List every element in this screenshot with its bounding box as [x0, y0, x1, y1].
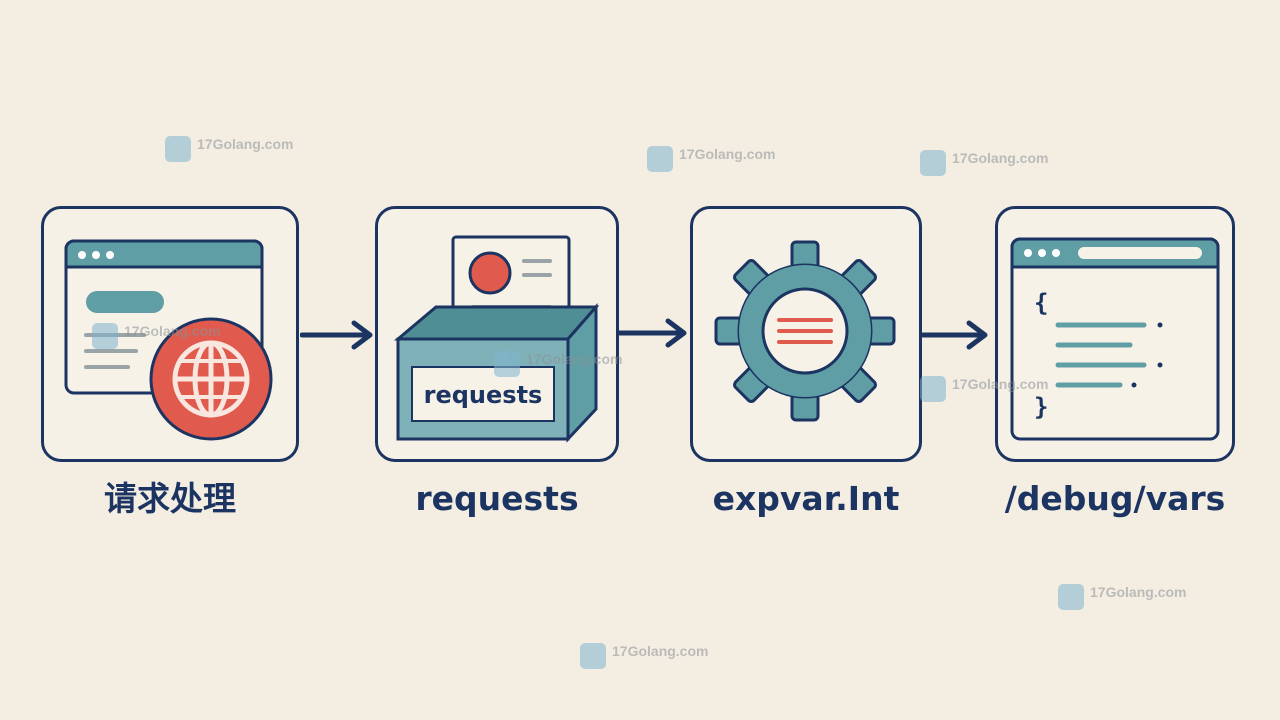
step-card-request-handling	[41, 206, 299, 462]
watermark-text: 17Golang.com	[952, 150, 1049, 166]
step-card-requests: requests	[375, 206, 619, 462]
watermark-logo-icon	[165, 136, 191, 162]
watermark-text: 17Golang.com	[679, 146, 776, 162]
arrow-right-icon	[618, 318, 687, 348]
watermark: 17Golang.com	[920, 150, 1070, 180]
box-document-icon: requests	[393, 235, 600, 443]
gear-icon	[714, 240, 896, 422]
watermark: 17Golang.com	[580, 643, 730, 673]
watermark-text: 17Golang.com	[197, 136, 294, 152]
watermark: 17Golang.com	[165, 136, 315, 166]
step-label-debug-vars: /debug/vars	[1004, 479, 1226, 518]
watermark-text: 17Golang.com	[612, 643, 709, 659]
arrow-right-icon	[921, 320, 988, 350]
json-close-brace: }	[1034, 393, 1048, 421]
watermark-text: 17Golang.com	[1090, 584, 1187, 600]
arrow-right-icon	[300, 320, 373, 350]
watermark: 17Golang.com	[1058, 584, 1208, 614]
watermark-logo-icon	[920, 150, 946, 176]
json-open-brace: {	[1034, 289, 1048, 317]
step-card-expvar-int	[690, 206, 922, 462]
watermark-logo-icon	[647, 146, 673, 172]
step-card-debug-vars: { }	[995, 206, 1235, 462]
box-label: requests	[424, 381, 543, 409]
watermark-logo-icon	[580, 643, 606, 669]
json-browser-icon: { }	[1010, 237, 1220, 441]
step-label-requests: requests	[415, 479, 579, 518]
watermark-logo-icon	[1058, 584, 1084, 610]
globe-icon	[149, 317, 273, 441]
browser-globe-icon	[64, 239, 273, 441]
step-label-expvar-int: expvar.Int	[712, 479, 900, 518]
step-label-request-handling: 请求处理	[104, 479, 236, 518]
watermark: 17Golang.com	[647, 146, 797, 176]
watermark-logo-icon	[920, 376, 946, 402]
